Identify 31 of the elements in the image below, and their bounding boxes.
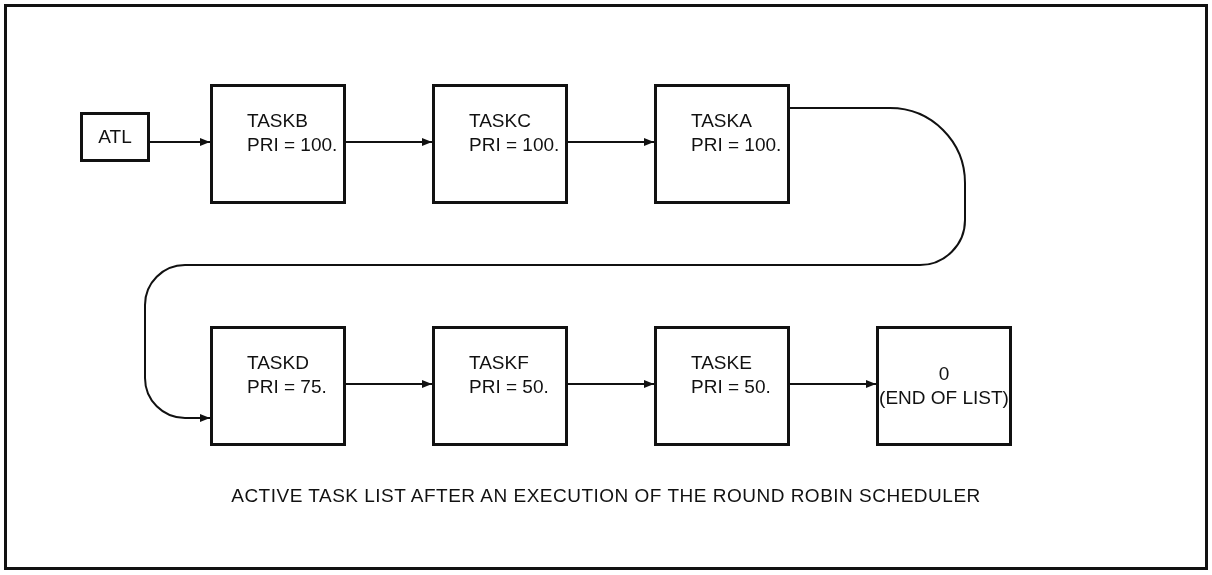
node-label: ATL	[98, 125, 132, 149]
node-label: TASKD	[247, 351, 310, 375]
node-label: TASKF	[469, 351, 530, 375]
pointer-box	[80, 112, 150, 162]
node-label: TASKB	[247, 109, 309, 133]
node-label: PRI = 50.	[691, 375, 772, 399]
node-label: TASKA	[691, 109, 753, 133]
node-label: PRI = 100.	[691, 133, 783, 157]
arrow	[345, 138, 433, 146]
task-box	[432, 326, 568, 446]
arrow	[567, 138, 655, 146]
node-label: PRI = 75.	[247, 375, 328, 399]
node-label: TASKE	[691, 351, 753, 375]
arrow	[144, 107, 966, 422]
arrow	[789, 380, 877, 388]
node-label: TASKC	[469, 109, 532, 133]
caption: ACTIVE TASK LIST AFTER AN EXECUTION OF THE ROUND ROBIN SCHEDULER	[231, 485, 981, 506]
end-box	[876, 326, 1012, 446]
arrow	[149, 138, 211, 146]
node-label: 0	[938, 362, 950, 386]
node-label: (END OF LIST)	[879, 386, 1009, 410]
node-label: PRI = 50.	[469, 375, 550, 399]
arrow	[345, 380, 433, 388]
node-label: PRI = 100.	[469, 133, 561, 157]
task-box	[654, 326, 790, 446]
task-box	[210, 84, 346, 204]
arrow	[567, 380, 655, 388]
task-box	[210, 326, 346, 446]
task-box	[432, 84, 568, 204]
node-label: PRI = 100.	[247, 133, 339, 157]
task-box	[654, 84, 790, 204]
